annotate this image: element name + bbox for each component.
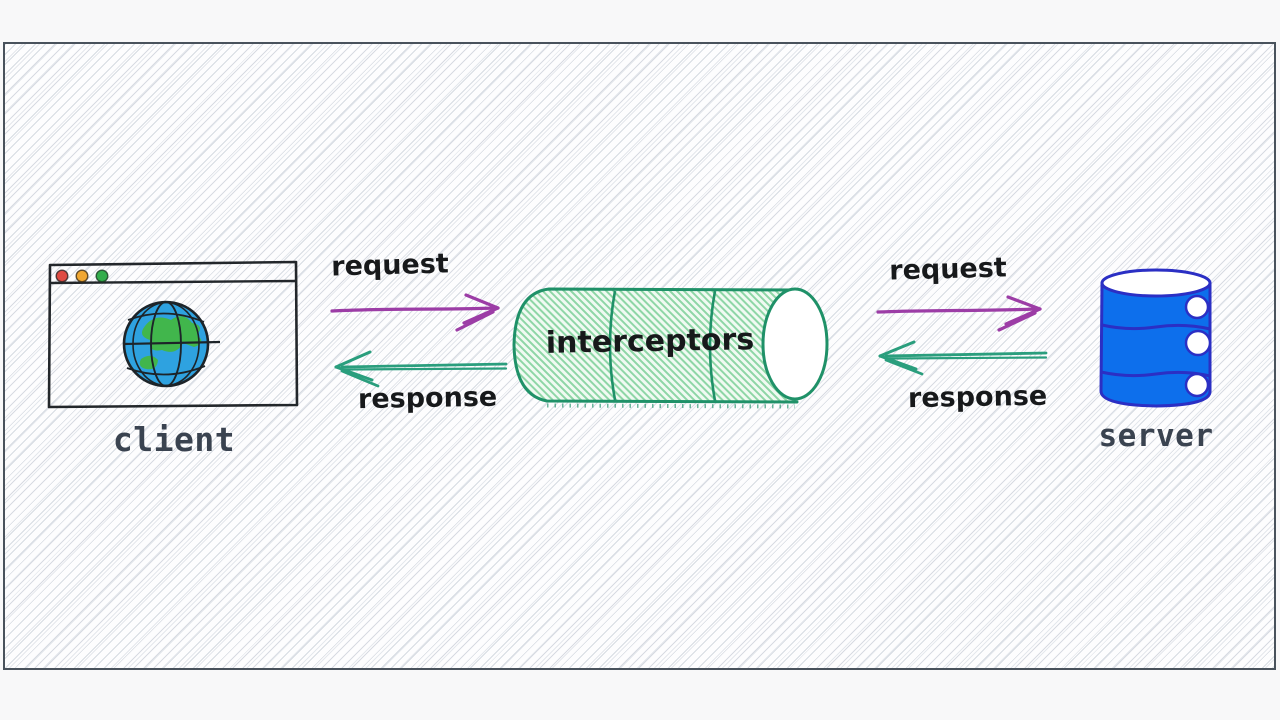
response-arrow-left-icon: [334, 350, 508, 388]
database-indicator-dot: [1184, 329, 1212, 357]
request-arrow-right-icon: [876, 295, 1042, 332]
cylinder-segment-divider: [708, 290, 717, 402]
browser-dot-green-icon: [95, 269, 109, 283]
database-icon: [1099, 268, 1212, 408]
cylinder-bottom-fringe: [546, 403, 796, 409]
cylinder-body: [514, 289, 797, 402]
cylinder-segment-divider: [608, 290, 617, 401]
browser-titlebar-divider: [48, 279, 297, 285]
database-indicator-dot: [1184, 294, 1210, 320]
browser-dot-red-icon: [55, 269, 69, 283]
pipeline-cylinder-icon: [512, 287, 829, 409]
database-band-divider: [1101, 323, 1211, 331]
response-label-right: response: [907, 380, 1048, 415]
browser-dot-yellow-icon: [75, 269, 89, 283]
globe-icon: [122, 300, 221, 388]
interceptors-label: interceptors: [545, 322, 755, 361]
request-label-left: request: [330, 248, 450, 283]
server-label: server: [1098, 418, 1214, 454]
database-top: [1100, 268, 1212, 298]
browser-window-globe-icon: [47, 260, 299, 409]
response-label-left: response: [357, 381, 498, 416]
request-arrow-left-icon: [330, 293, 500, 332]
browser-window-outline: [47, 260, 299, 409]
cylinder-open-end: [761, 287, 829, 401]
database-indicator-dot: [1184, 372, 1210, 398]
request-label-right: request: [888, 252, 1008, 287]
client-label: client: [112, 420, 236, 459]
response-arrow-right-icon: [878, 340, 1048, 376]
